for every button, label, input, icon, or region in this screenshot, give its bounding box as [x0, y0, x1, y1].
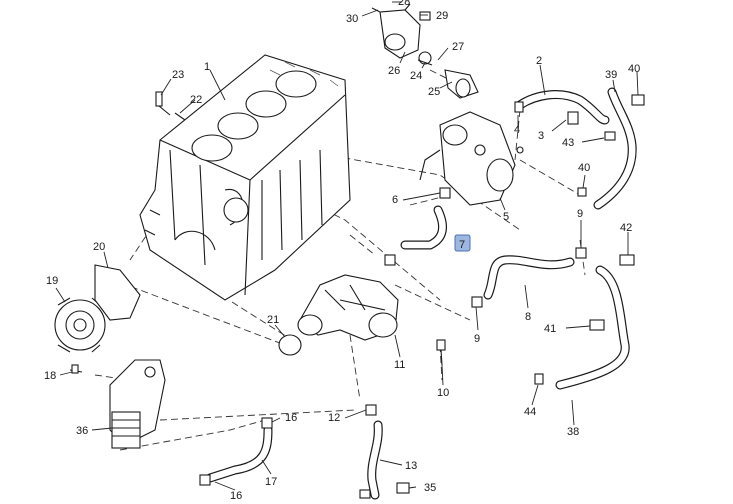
bolt-23 — [155, 91, 171, 116]
label-27: 27 — [452, 41, 464, 53]
leader-lines — [55, 1, 639, 491]
label-12: 12 — [328, 412, 340, 424]
label-16-upper: 16 — [285, 412, 297, 424]
label-17: 17 — [265, 476, 277, 488]
label-40-top: 40 — [628, 63, 640, 75]
label-30: 30 — [346, 13, 358, 25]
label-10: 10 — [437, 387, 449, 399]
label-28: 28 — [398, 0, 410, 8]
label-9-right: 9 — [577, 208, 583, 220]
thermostat-housing — [371, 3, 479, 99]
label-13: 13 — [405, 460, 417, 472]
label-19: 19 — [46, 275, 58, 287]
label-2: 2 — [536, 55, 542, 67]
hose-8 — [483, 255, 575, 300]
hose-39 — [593, 87, 637, 210]
label-41: 41 — [544, 323, 556, 335]
hose-38 — [555, 265, 630, 390]
water-pump-housing — [419, 111, 524, 206]
label-3: 3 — [538, 130, 544, 142]
label-42: 42 — [620, 222, 632, 234]
callout-7-label: 7 — [459, 239, 465, 251]
label-21: 21 — [267, 314, 279, 326]
callout-7-box — [454, 234, 471, 252]
label-29: 29 — [436, 10, 448, 22]
bolt-10 — [436, 339, 446, 366]
oil-filter-housing — [109, 359, 166, 449]
hose-2 — [515, 90, 610, 125]
label-11: 11 — [394, 359, 405, 371]
o-ring-21 — [278, 334, 302, 356]
label-35: 35 — [424, 482, 436, 494]
label-5: 5 — [503, 211, 509, 223]
label-40-mid: 40 — [578, 162, 590, 174]
hose-7 — [400, 205, 447, 250]
label-23: 23 — [172, 69, 184, 81]
label-22: 22 — [190, 94, 202, 106]
hose-13 — [367, 420, 383, 500]
hose-17 — [205, 425, 273, 483]
highlighted-callout-7[interactable]: 7 — [454, 234, 471, 252]
label-44: 44 — [524, 406, 536, 418]
label-25: 25 — [428, 86, 440, 98]
part-labels: 30 28 29 27 26 24 25 2 39 40 23 1 22 4 3… — [44, 0, 640, 502]
label-36: 36 — [76, 425, 88, 437]
label-16-lower: 16 — [230, 490, 242, 502]
coolant-pipe — [297, 274, 399, 341]
bolt-22 — [174, 112, 186, 121]
label-20: 20 — [93, 241, 105, 253]
label-9-mid: 9 — [474, 333, 480, 345]
label-24: 24 — [410, 70, 422, 82]
label-26: 26 — [388, 65, 400, 77]
water-pump — [54, 297, 106, 353]
label-6: 6 — [392, 194, 398, 206]
engine-block — [139, 54, 351, 301]
bolt-18 — [69, 364, 83, 374]
clamps — [199, 94, 645, 499]
label-43: 43 — [562, 137, 574, 149]
label-8: 8 — [525, 311, 531, 323]
label-4: 4 — [514, 124, 520, 136]
label-18: 18 — [44, 370, 56, 382]
label-38: 38 — [567, 426, 579, 438]
gasket — [94, 264, 141, 321]
label-1: 1 — [204, 61, 210, 73]
label-39: 39 — [605, 69, 617, 81]
